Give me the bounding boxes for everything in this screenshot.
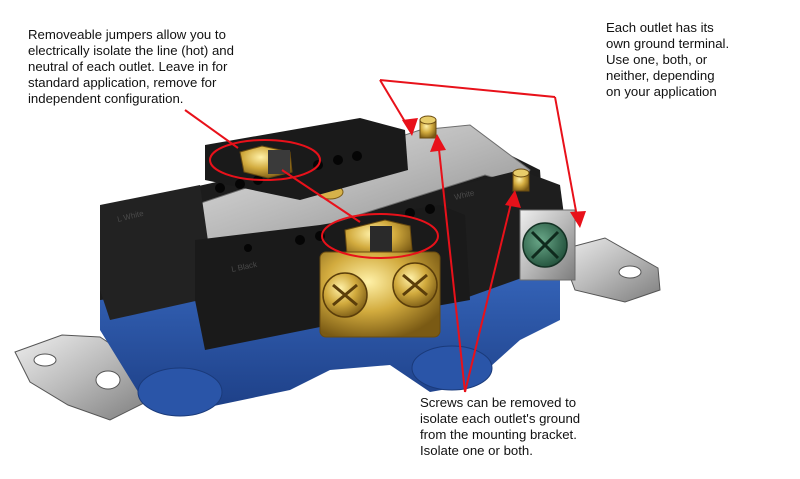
terminal-holes (215, 151, 435, 252)
mounting-strap-right (559, 237, 661, 303)
housing-left (100, 185, 210, 320)
brass-jumper-top (239, 145, 293, 179)
blue-receptacle-left (137, 367, 223, 417)
ground-screw-left (419, 115, 437, 139)
jumper-highlight-top (209, 139, 321, 181)
ground-terminal-callout: Each outlet has its own ground terminal.… (606, 20, 730, 99)
screws-callout: Screws can be removed to isolate each ou… (420, 395, 581, 458)
ground-screw-right (512, 168, 530, 192)
jumpers-callout: Removeable jumpers allow you to electric… (28, 27, 234, 106)
annotation-lines (184, 79, 579, 393)
ground-terminal (519, 209, 576, 281)
brass-terminal-block (319, 251, 441, 338)
blue-receptacle-right (411, 345, 493, 391)
jumper-highlight-front (321, 213, 439, 259)
annotation-arrowheads (402, 118, 586, 228)
